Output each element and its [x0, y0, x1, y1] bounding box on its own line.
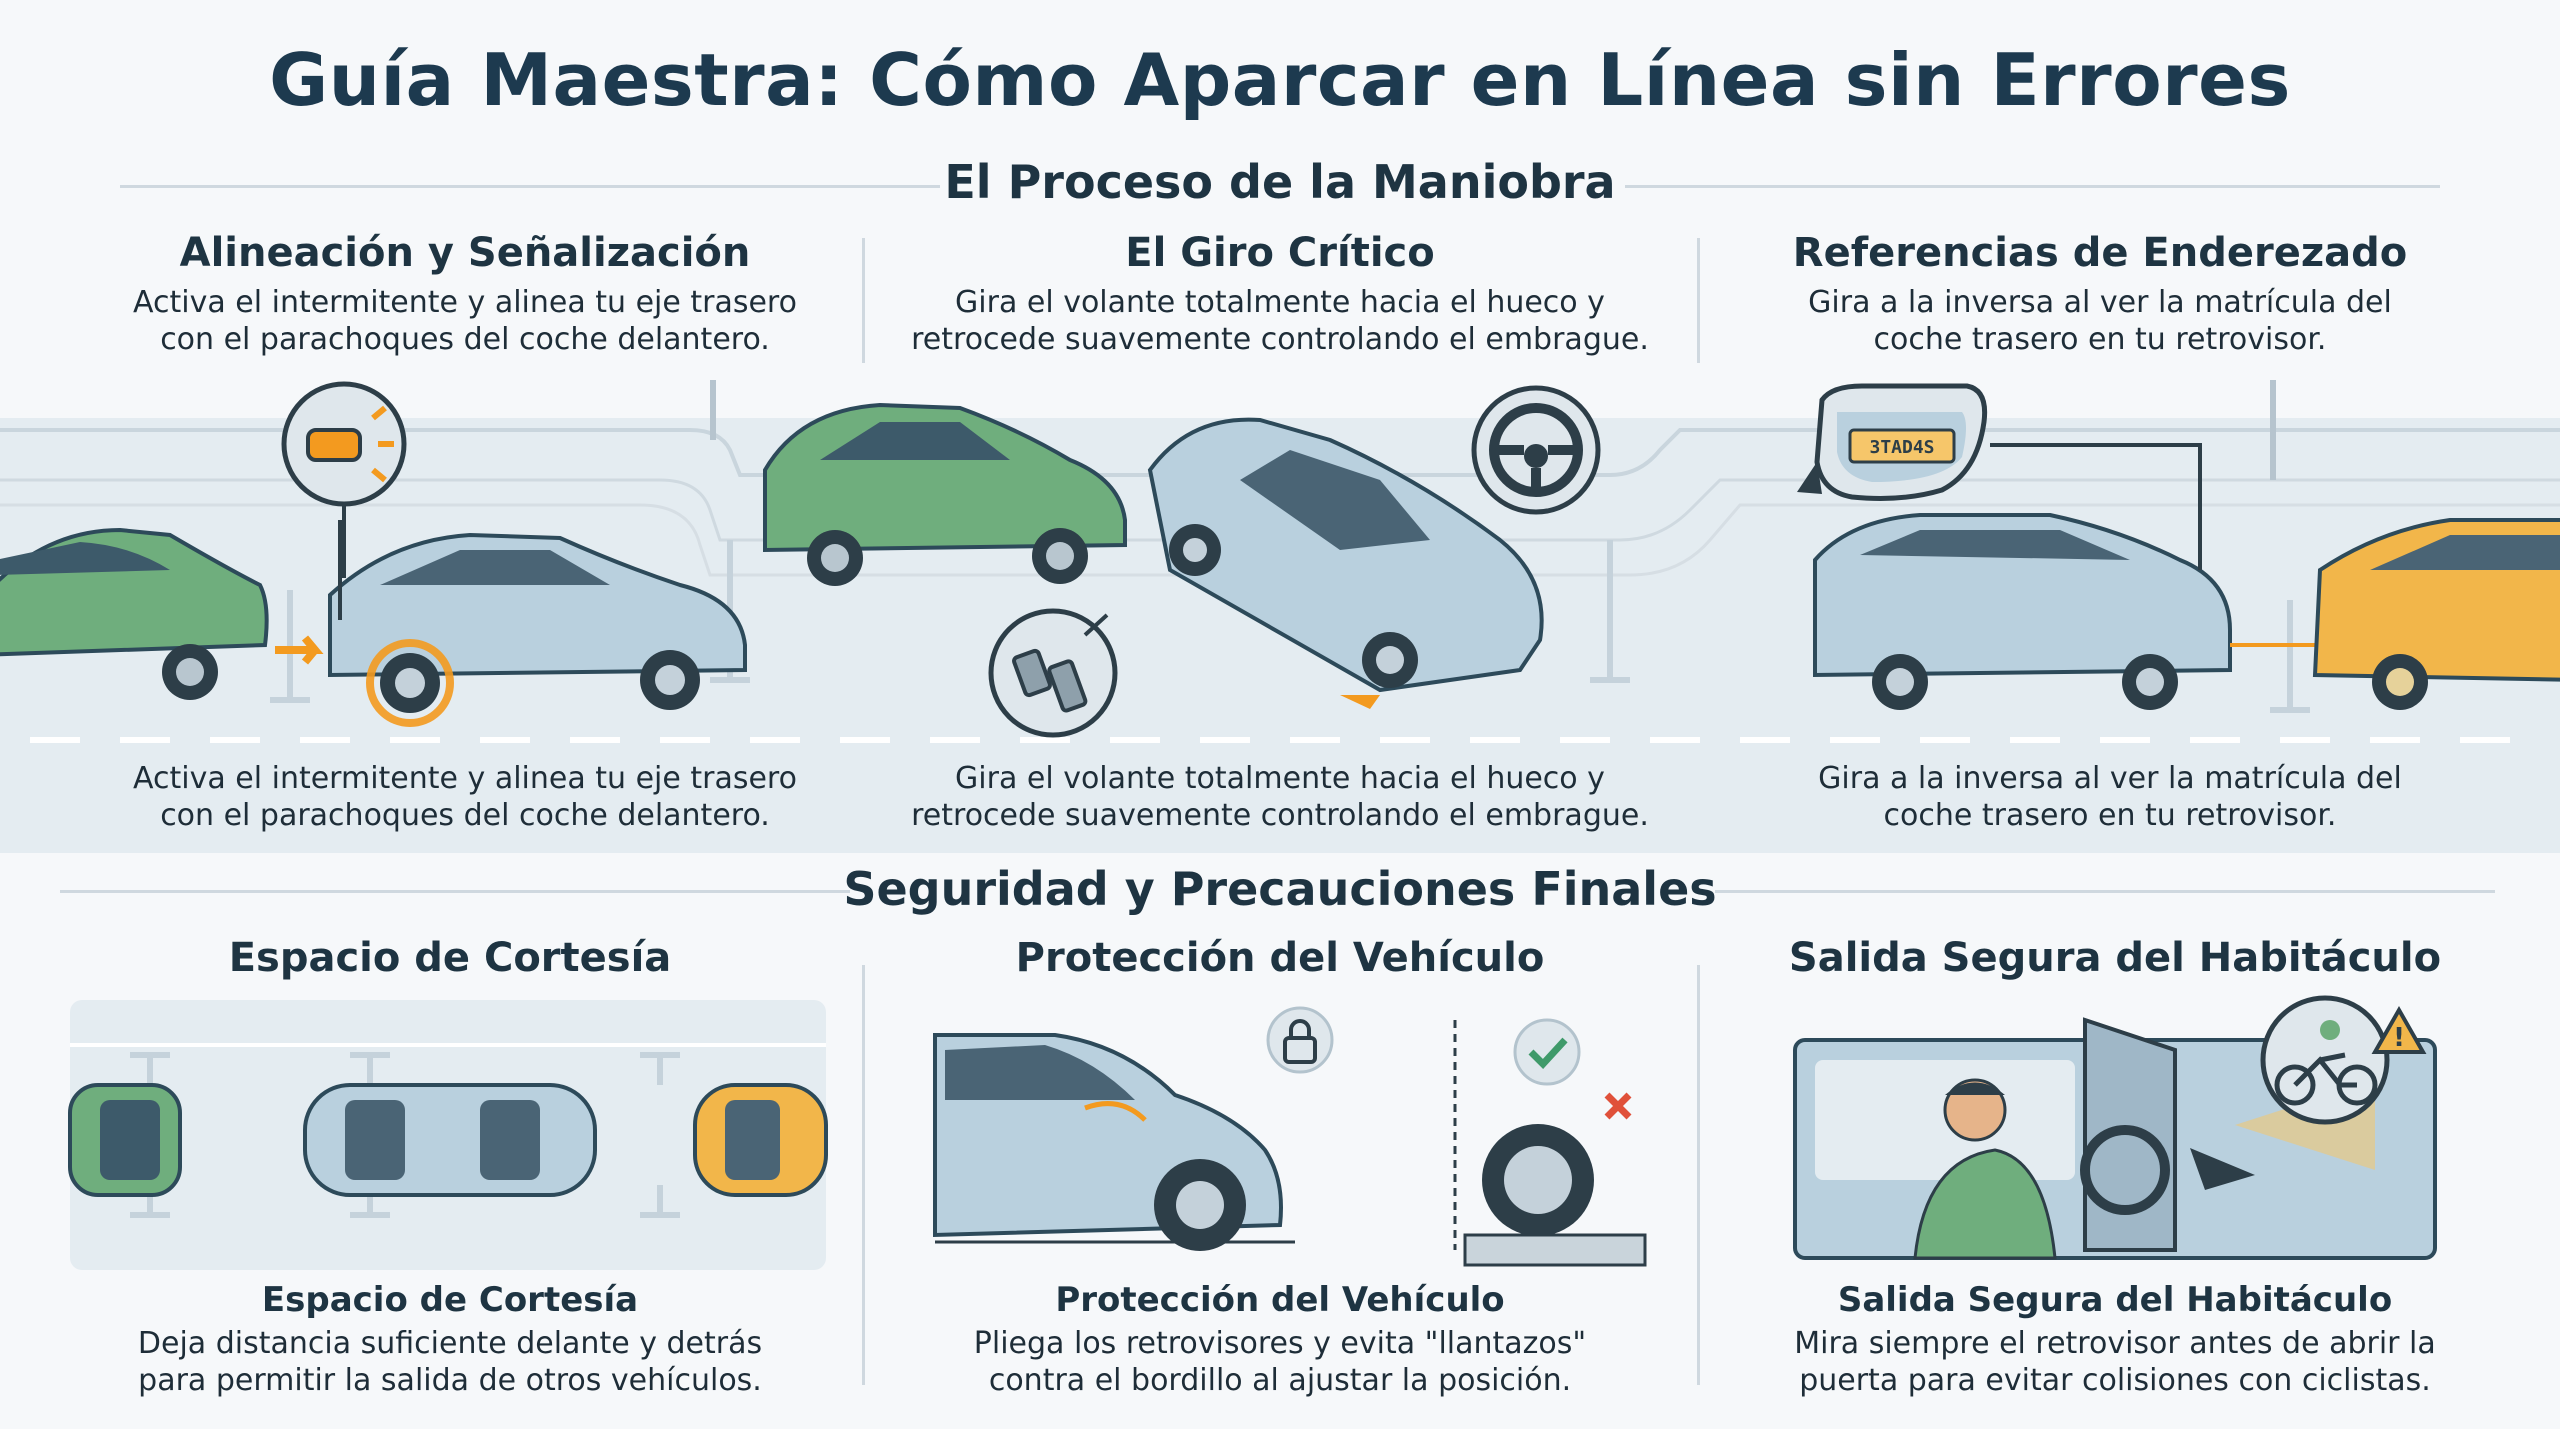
step-2-text: Gira el volante totalmente hacia el huec…: [911, 285, 1649, 357]
page-title: Guía Maestra: Cómo Aparcar en Línea sin …: [269, 38, 2291, 122]
mirror-icon: 3TAD4S: [1797, 383, 1988, 501]
step-1-title: Alineación y Señalización: [179, 230, 751, 276]
step-2-title: El Giro Crítico: [1125, 230, 1435, 276]
svg-text:!: !: [2393, 1023, 2405, 1053]
divider-rule: [1625, 185, 2440, 188]
column-divider: [1697, 965, 1700, 1385]
safety-1-subtitle: Espacio de Cortesía: [261, 1280, 639, 1320]
step-3-title: Referencias de Enderezado: [1792, 230, 2408, 276]
green-car: [0, 527, 269, 700]
step-2-caption: Gira el volante totalmente hacia el huec…: [911, 761, 1649, 833]
divider-rule: [60, 890, 850, 893]
safety-1-title: Espacio de Cortesía: [228, 935, 672, 981]
safety-1-text: Deja distancia suficiente delante y detr…: [137, 1326, 763, 1398]
safety-3-subtitle: Salida Segura del Habitáculo: [1837, 1280, 2393, 1320]
steering-wheel-icon: [1471, 385, 1601, 515]
safety-2-text: Pliega los retrovisores y evita "llantaz…: [973, 1326, 1587, 1398]
pedals-icon: [988, 608, 1118, 738]
safe-exit-illustration: !: [1793, 995, 2437, 1260]
safety-3-title: Salida Segura del Habitáculo: [1788, 935, 2442, 981]
step-3-text: Gira a la inversa al ver la matrícula de…: [1808, 285, 2392, 357]
safety-3-text: Mira siempre el retrovisor antes de abri…: [1794, 1326, 2436, 1398]
safety-2-subtitle: Protección del Vehículo: [1055, 1280, 1505, 1320]
parking-scene: [0, 380, 2560, 743]
turn-signal-icon: [281, 381, 407, 578]
courtesy-space-illustration: [68, 1000, 828, 1270]
divider-rule: [1715, 890, 2495, 893]
mirror-plate-text: 3TAD4S: [1869, 437, 1934, 458]
column-divider: [1697, 238, 1700, 363]
process-heading: El Proceso de la Maniobra: [944, 155, 1616, 209]
safety-2-title: Protección del Vehículo: [1015, 935, 1545, 981]
step-1-text: Activa el intermitente y alinea tu eje t…: [133, 285, 797, 357]
divider-rule: [120, 185, 940, 188]
vehicle-protection-illustration: [933, 1006, 1647, 1267]
column-divider: [862, 965, 865, 1385]
step-3-caption: Gira a la inversa al ver la matrícula de…: [1818, 761, 2402, 833]
step-1-caption: Activa el intermitente y alinea tu eje t…: [133, 761, 797, 833]
column-divider: [862, 238, 865, 363]
cross-icon: [1604, 1092, 1632, 1120]
check-icon: [1528, 1037, 1568, 1070]
safety-heading: Seguridad y Precauciones Finales: [843, 862, 1717, 916]
warning-icon: [2371, 1005, 2427, 1054]
